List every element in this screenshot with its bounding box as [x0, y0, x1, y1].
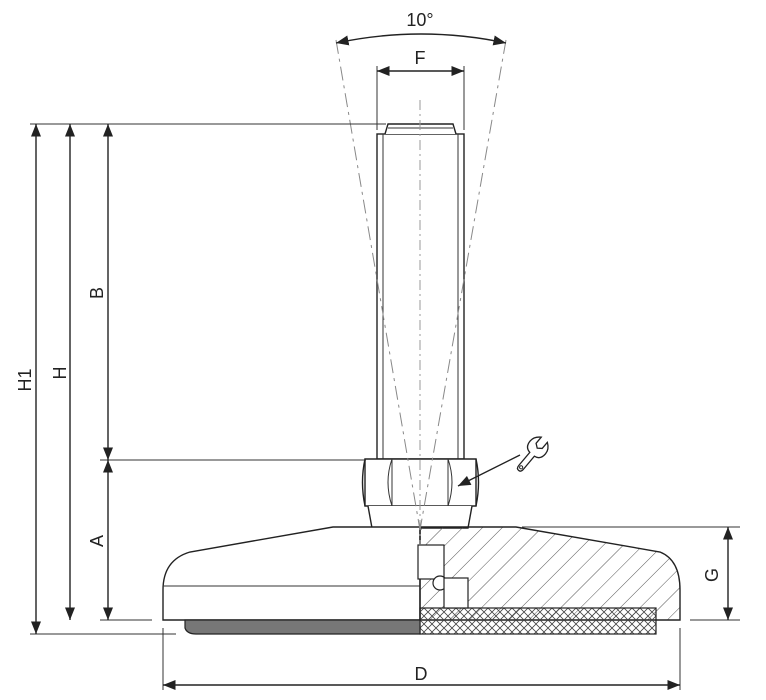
h-label: H: [50, 367, 70, 380]
center-and-tilt-lines: [335, 39, 507, 545]
wrench-callout: [457, 436, 549, 487]
b-dimension: B: [87, 124, 114, 460]
d-dimension: D: [162, 628, 681, 691]
angle-label: 10°: [406, 10, 433, 30]
wrench-icon: [516, 436, 549, 472]
g-dimension: G: [522, 526, 740, 621]
angle-dimension: 10°: [335, 10, 507, 46]
base-section: [417, 526, 681, 635]
d-label: D: [415, 664, 428, 684]
f-label: F: [415, 48, 426, 68]
f-dimension: F: [376, 48, 465, 130]
a-dimension: A: [87, 460, 114, 620]
base-exterior: [162, 526, 421, 621]
g-label: G: [702, 568, 722, 582]
h-dimension: H: [50, 124, 76, 620]
h1-dimension: H1: [15, 124, 42, 634]
h1-label: H1: [15, 368, 35, 391]
b-label: B: [87, 287, 107, 299]
extension-lines: [30, 123, 386, 635]
rubber-pad: [184, 619, 421, 635]
a-label: A: [87, 535, 107, 547]
